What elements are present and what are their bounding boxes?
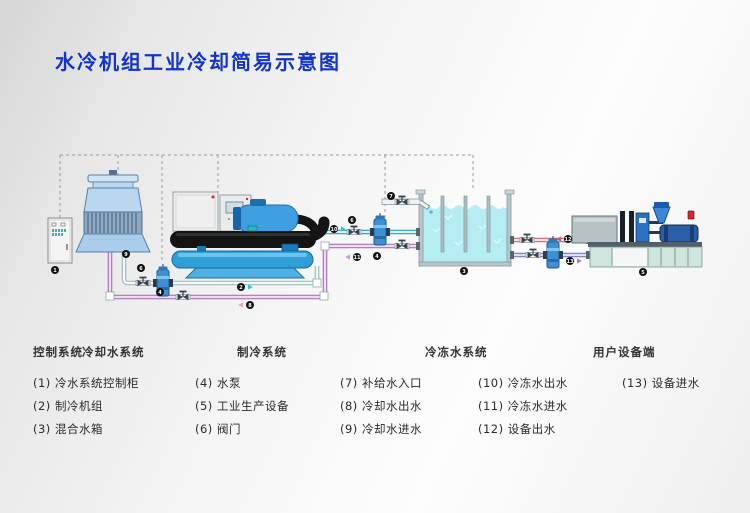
control-wiring-dashed-lines (59, 154, 474, 262)
control-cabinet (47, 217, 73, 264)
svg-text:7: 7 (389, 194, 393, 200)
svg-text:1: 1 (53, 268, 57, 274)
flow-arrow-icon (556, 236, 561, 242)
svg-text:6: 6 (139, 266, 143, 272)
legend-item: (12) 设备出水 (478, 422, 556, 436)
legend-item: (1) 冷水系统控制柜 (33, 376, 139, 390)
flow-arrow-icon (345, 254, 350, 260)
legend-item: (9) 冷却水进水 (340, 422, 422, 436)
legend-item: (11) 冷冻水进水 (478, 399, 568, 413)
legend-item: (5) 工业生产设备 (195, 399, 289, 413)
legend-item: (13) 设备进水 (622, 376, 700, 390)
legend-section-header: 制冷系统 (237, 345, 287, 359)
pipe-elbow-fittings (105, 241, 330, 301)
svg-text:13: 13 (567, 259, 574, 265)
injection-molding-machine (571, 202, 703, 268)
marker-badge: 6 (348, 216, 356, 224)
marker-badge: 13 (566, 257, 574, 265)
legend-item: (3) 混合水箱 (33, 422, 103, 436)
legend-item: (10) 冷冻水出水 (478, 376, 568, 390)
cooling-tower (75, 170, 151, 253)
flow-arrow-icon (341, 226, 346, 232)
svg-text:9: 9 (124, 252, 128, 258)
marker-badge: 5 (639, 268, 647, 276)
legend-item: (8) 冷却水出水 (340, 399, 422, 413)
legend-column: (13) 设备进水 (622, 377, 700, 400)
svg-text:10: 10 (331, 227, 338, 233)
legend-column: (4) 水泵 (5) 工业生产设备 (6) 阀门 (195, 377, 289, 446)
marker-badge: 7 (387, 192, 395, 200)
pump-icon (543, 236, 563, 269)
svg-text:6: 6 (350, 218, 354, 224)
marker-badge: 10 (330, 225, 338, 233)
legend-item: (4) 水泵 (195, 376, 241, 390)
valves-layer (135, 195, 541, 301)
valve-icon (525, 248, 541, 259)
valve-icon (394, 239, 410, 250)
legend-item: (6) 阀门 (195, 422, 241, 436)
legend-item: (7) 补给水入口 (340, 376, 422, 390)
svg-text:3: 3 (462, 269, 466, 275)
pump-icon (370, 213, 390, 246)
svg-text:4: 4 (375, 254, 379, 260)
marker-badge: 3 (460, 267, 468, 275)
legend-section-header: 控制系统 (33, 345, 83, 359)
numbered-markers-layer: 1 9 6 4 2 8 10 6 11 4 7 3 12 13 5 (51, 192, 647, 309)
page-title: 水冷机组工业冷却简易示意图 (55, 50, 341, 74)
marker-badge: 9 (122, 250, 130, 258)
svg-text:4: 4 (158, 290, 162, 296)
legend-column: (1) 冷水系统控制柜 (2) 制冷机组 (3) 混合水箱 (33, 377, 139, 446)
legend-item: (2) 制冷机组 (33, 399, 103, 413)
legend-column: (7) 补给水入口 (8) 冷却水出水 (9) 冷却水进水 (340, 377, 422, 446)
legend-section-header: 冷冻水系统 (425, 345, 488, 359)
valve-icon (135, 276, 151, 287)
svg-text:11: 11 (354, 255, 361, 261)
svg-text:2: 2 (239, 285, 243, 291)
valve-icon (519, 233, 535, 244)
flow-arrow-icon (577, 258, 582, 264)
svg-text:8: 8 (248, 303, 252, 309)
legend-column: (10) 冷冻水出水 (11) 冷冻水进水 (12) 设备出水 (478, 377, 568, 446)
legend-section-header: 用户设备端 (593, 345, 656, 359)
chiller-unit (170, 191, 330, 279)
valve-icon (394, 195, 410, 206)
marker-badge: 1 (51, 266, 59, 274)
marker-badge: 6 (137, 264, 145, 272)
flow-arrow-icon (238, 302, 243, 308)
marker-badge: 8 (246, 301, 254, 309)
svg-text:12: 12 (565, 237, 572, 243)
mixing-tank (415, 189, 515, 267)
legend-section-header: 冷却水系统 (82, 345, 145, 359)
marker-badge: 12 (564, 235, 572, 243)
valve-icon (346, 225, 362, 236)
marker-badge: 2 (237, 283, 245, 291)
valve-icon (175, 290, 191, 301)
marker-badge: 4 (156, 288, 164, 296)
flow-arrow-icon (248, 284, 253, 290)
svg-text:5: 5 (641, 270, 645, 276)
marker-badge: 11 (353, 253, 361, 261)
marker-badge: 4 (373, 252, 381, 260)
